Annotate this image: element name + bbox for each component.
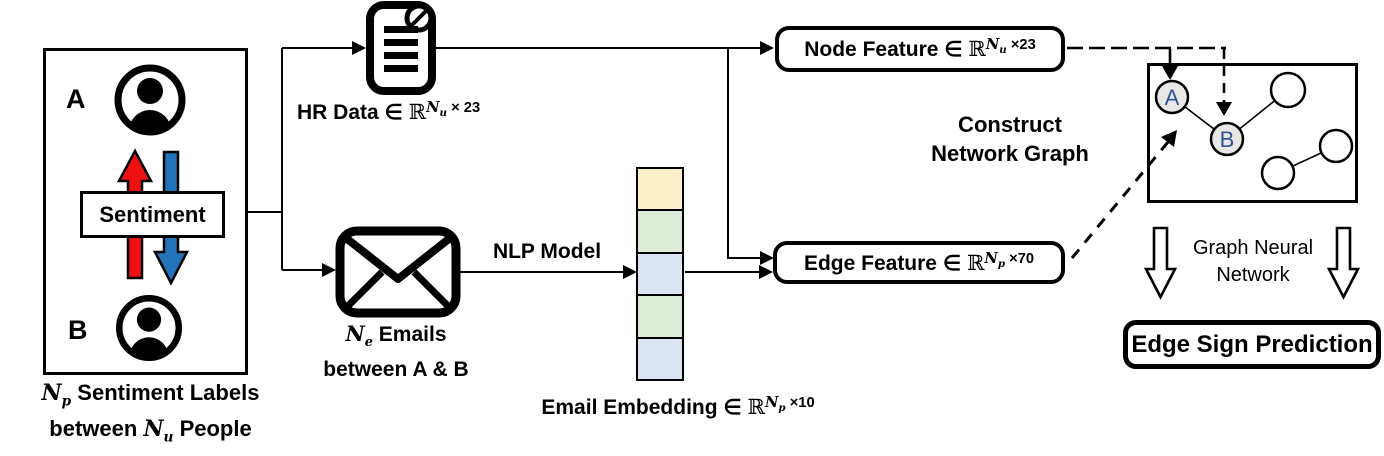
construct-network-graph-label: Construct Network Graph: [931, 112, 1089, 166]
graph-node-b: [1209, 121, 1245, 157]
email-envelope-icon: [335, 226, 461, 318]
hr-data-label: HR Data ∈ ℝNu × 23: [297, 99, 481, 124]
caption-line-2: between Nu People: [49, 416, 252, 446]
email-embedding-label: Email Embedding ∈ ℝNp ×10: [541, 394, 815, 419]
graph-node-blank: [1318, 128, 1354, 164]
graph-node-a: [1154, 79, 1190, 115]
gnn-flow-arrow-left-icon: [1143, 226, 1178, 300]
left-panel-caption: Np Sentiment Labels between Nu People: [18, 379, 283, 452]
sentiment-panel: A B Sentiment: [43, 48, 248, 375]
graph-node-blank: [1260, 155, 1296, 191]
nlp-model-label: NLP Model: [492, 240, 602, 263]
graph-node-a-label: A: [1165, 85, 1180, 110]
edge-feature-box: Edge Feature ∈ ℝNp ×70: [773, 241, 1065, 284]
connector-sentiment-split: [248, 48, 283, 270]
email-embedding-stack: [636, 167, 684, 381]
caption-line-1: Np Sentiment Labels: [41, 380, 260, 410]
person-b-icon: [119, 298, 179, 372]
person-b-label: B: [68, 315, 88, 345]
graph-node-blank: [1269, 71, 1307, 109]
embedding-cell: [638, 169, 682, 212]
edge-feature-label: Edge Feature ∈ ℝNp ×70: [803, 249, 1035, 275]
emails-caption-line-2: between A & B: [323, 358, 469, 382]
edge-sign-prediction-box: Edge Sign Prediction: [1123, 320, 1381, 369]
emails-caption: Ne Emails between A & B: [323, 320, 468, 383]
graph-neural-network-label: Graph Neural Network: [1192, 237, 1314, 286]
embedding-cell: [638, 211, 682, 254]
embedding-cell: [638, 338, 682, 380]
person-a-label: A: [66, 84, 86, 114]
connector-branch-to-edgefeature: [727, 48, 761, 259]
embedding-cell: [638, 296, 682, 339]
emails-caption-line-1: Ne Emails: [345, 321, 447, 351]
embedding-cell: [638, 253, 682, 297]
graph-node-b-label: B: [1220, 127, 1235, 152]
network-graph-drawing: A B: [1154, 71, 1354, 191]
person-a-icon: [118, 68, 182, 152]
network-graph-box: A B: [1147, 63, 1358, 203]
edge-sign-prediction-label: Edge Sign Prediction: [1131, 330, 1373, 358]
document-icon: [366, 1, 436, 95]
node-feature-label: Node Feature ∈ ℝNu ×23: [804, 36, 1036, 61]
sentiment-box: Sentiment: [80, 191, 225, 238]
sentiment-label: Sentiment: [99, 201, 206, 227]
gnn-flow-arrow-right-icon: [1326, 226, 1361, 300]
node-feature-box: Node Feature ∈ ℝNu ×23: [775, 26, 1065, 72]
